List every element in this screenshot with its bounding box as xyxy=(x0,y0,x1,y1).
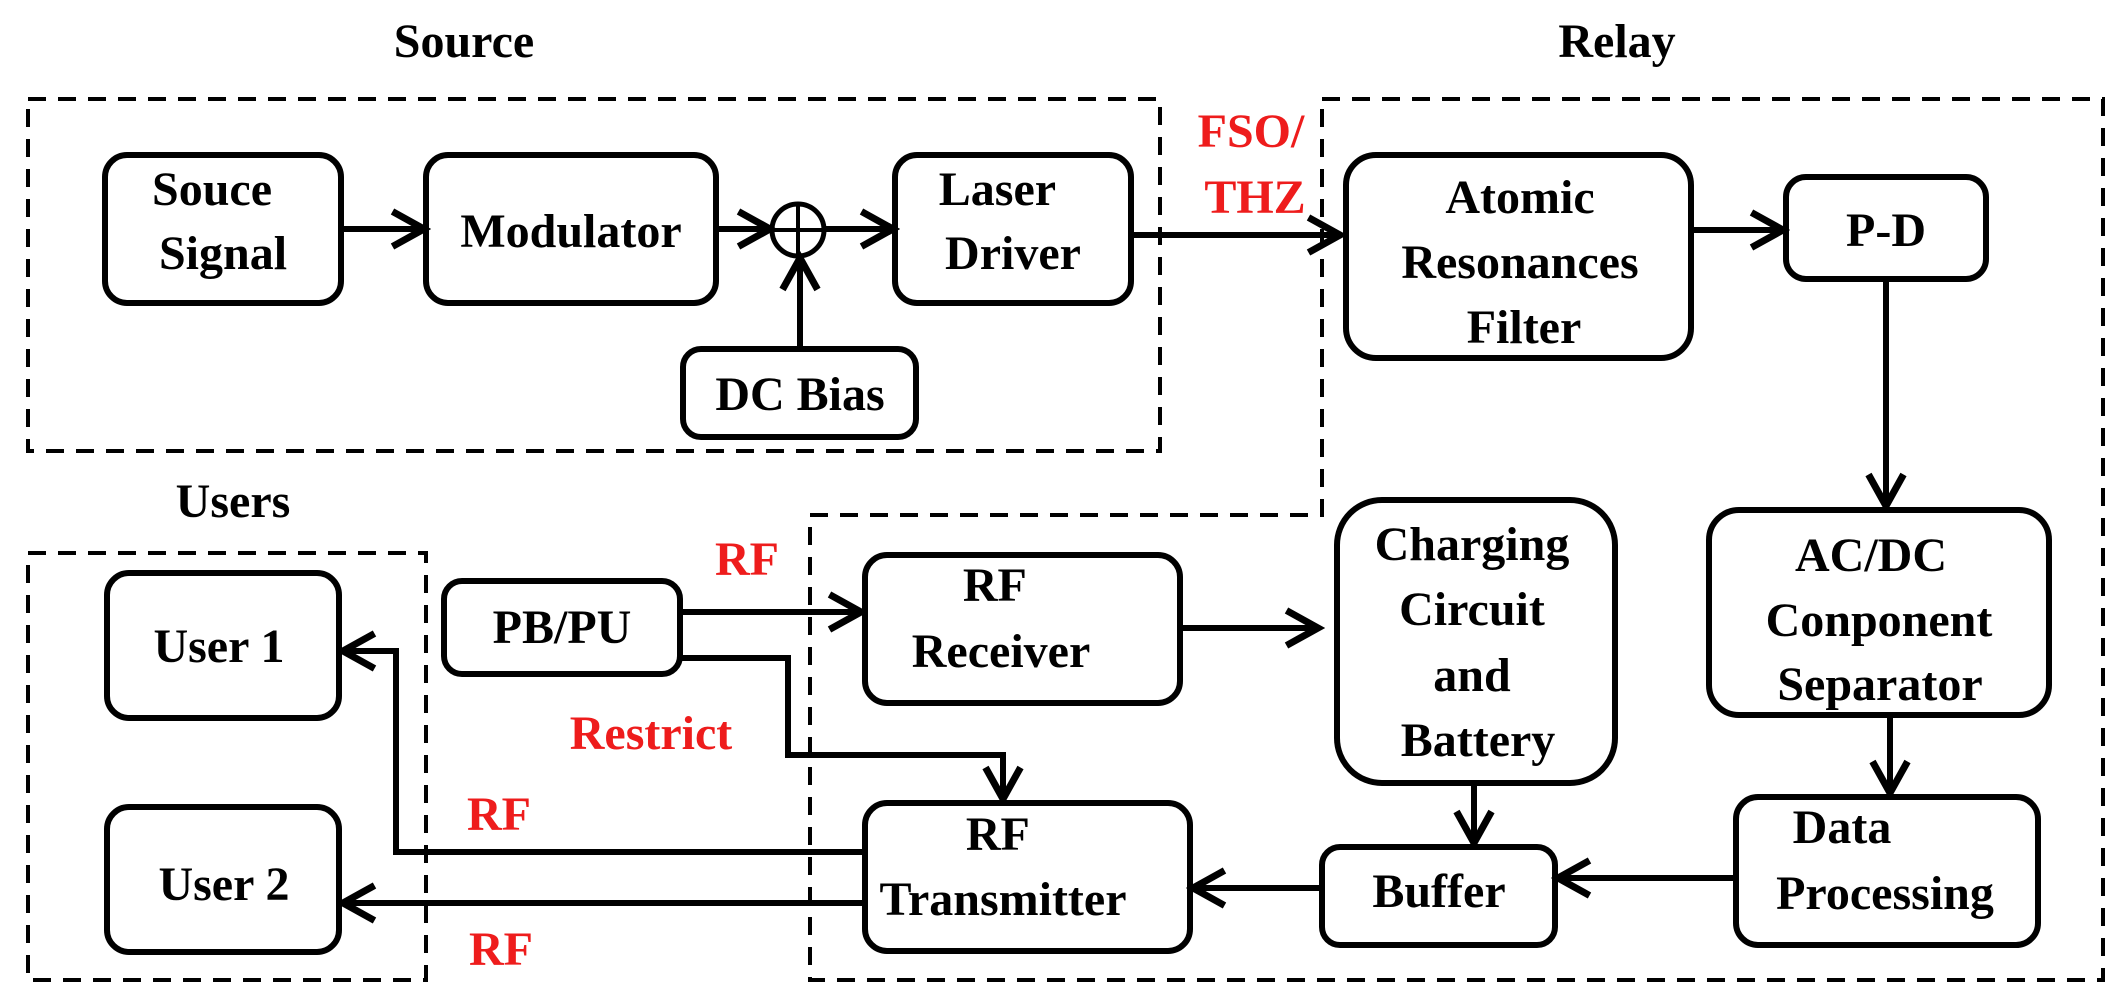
source-signal-line-2: Signal xyxy=(159,227,287,280)
laser-driver-label: Laser Driver xyxy=(939,163,1081,280)
arrow-pbpu-to-rf-transmitter xyxy=(680,655,1003,799)
rf-user2-link-label: RF xyxy=(469,923,533,976)
user1-label: User 1 xyxy=(153,620,284,673)
arrow-rf-transmitter-to-user1 xyxy=(343,651,865,855)
pbpu-label: PB/PU xyxy=(493,601,632,654)
rf-receiver-line-1: RF xyxy=(963,559,1026,612)
relay-region xyxy=(808,97,2105,982)
pbpu-block xyxy=(441,578,683,677)
users-region-title: Users xyxy=(176,475,291,528)
rf-transmitter-line-2: Transmitter xyxy=(879,873,1126,926)
atomic-filter-line-3: Filter xyxy=(1467,301,1582,354)
relay-region-title: Relay xyxy=(1558,15,1675,68)
user2-block xyxy=(104,804,342,955)
charging-circuit-line-3: and xyxy=(1433,649,1511,702)
source-signal-label: Souce Signal xyxy=(152,163,287,280)
laser-driver-line-1: Laser xyxy=(939,163,1056,216)
rf-pbpu-link-label: RF xyxy=(715,533,779,586)
charging-circuit-line-4: Battery xyxy=(1401,714,1556,767)
users-region xyxy=(26,551,428,982)
fso-thz-link-label: FSO/ THZ xyxy=(1198,105,1317,224)
source-signal-line-1: Souce xyxy=(152,163,272,216)
source-region-title: Source xyxy=(394,15,534,68)
acdc-separator-line-3: Separator xyxy=(1777,658,1982,711)
acdc-separator-label: AC/DC Conponent Separator xyxy=(1766,529,2005,711)
acdc-separator-line-2: Conponent xyxy=(1766,594,1993,647)
user2-label: User 2 xyxy=(158,858,289,911)
data-processing-line-1: Data xyxy=(1793,801,1892,854)
fso-thz-line-1: FSO/ xyxy=(1198,105,1305,158)
fso-thz-line-2: THZ xyxy=(1204,171,1305,224)
source-region xyxy=(26,97,1162,453)
charging-circuit-line-2: Circuit xyxy=(1399,583,1545,636)
data-processing-label: Data Processing xyxy=(1776,801,1994,920)
data-processing-line-2: Processing xyxy=(1776,867,1994,920)
rf-receiver-label: RF Receiver xyxy=(912,559,1091,678)
atomic-filter-line-1: Atomic xyxy=(1445,171,1594,224)
pd-label: P-D xyxy=(1846,204,1926,257)
charging-circuit-label: Charging Circuit and Battery xyxy=(1375,518,1582,767)
atomic-filter-line-2: Resonances xyxy=(1401,236,1638,289)
atomic-filter-label: Atomic Resonances Filter xyxy=(1401,171,1650,354)
rf-transmitter-label: RF Transmitter xyxy=(879,808,1126,926)
acdc-separator-line-1: AC/DC xyxy=(1795,529,1947,582)
buffer-label: Buffer xyxy=(1372,865,1505,918)
restrict-link-label: Restrict xyxy=(570,707,733,760)
atomic-filter-block xyxy=(1343,152,1694,361)
rf-user1-link-label: RF xyxy=(467,788,531,841)
modulator-label: Modulator xyxy=(460,205,681,258)
rf-transmitter-line-1: RF xyxy=(966,808,1029,861)
laser-driver-line-2: Driver xyxy=(945,227,1081,280)
charging-circuit-line-1: Charging xyxy=(1375,518,1570,571)
dc-bias-label: DC Bias xyxy=(715,368,884,421)
rf-receiver-line-2: Receiver xyxy=(912,625,1091,678)
